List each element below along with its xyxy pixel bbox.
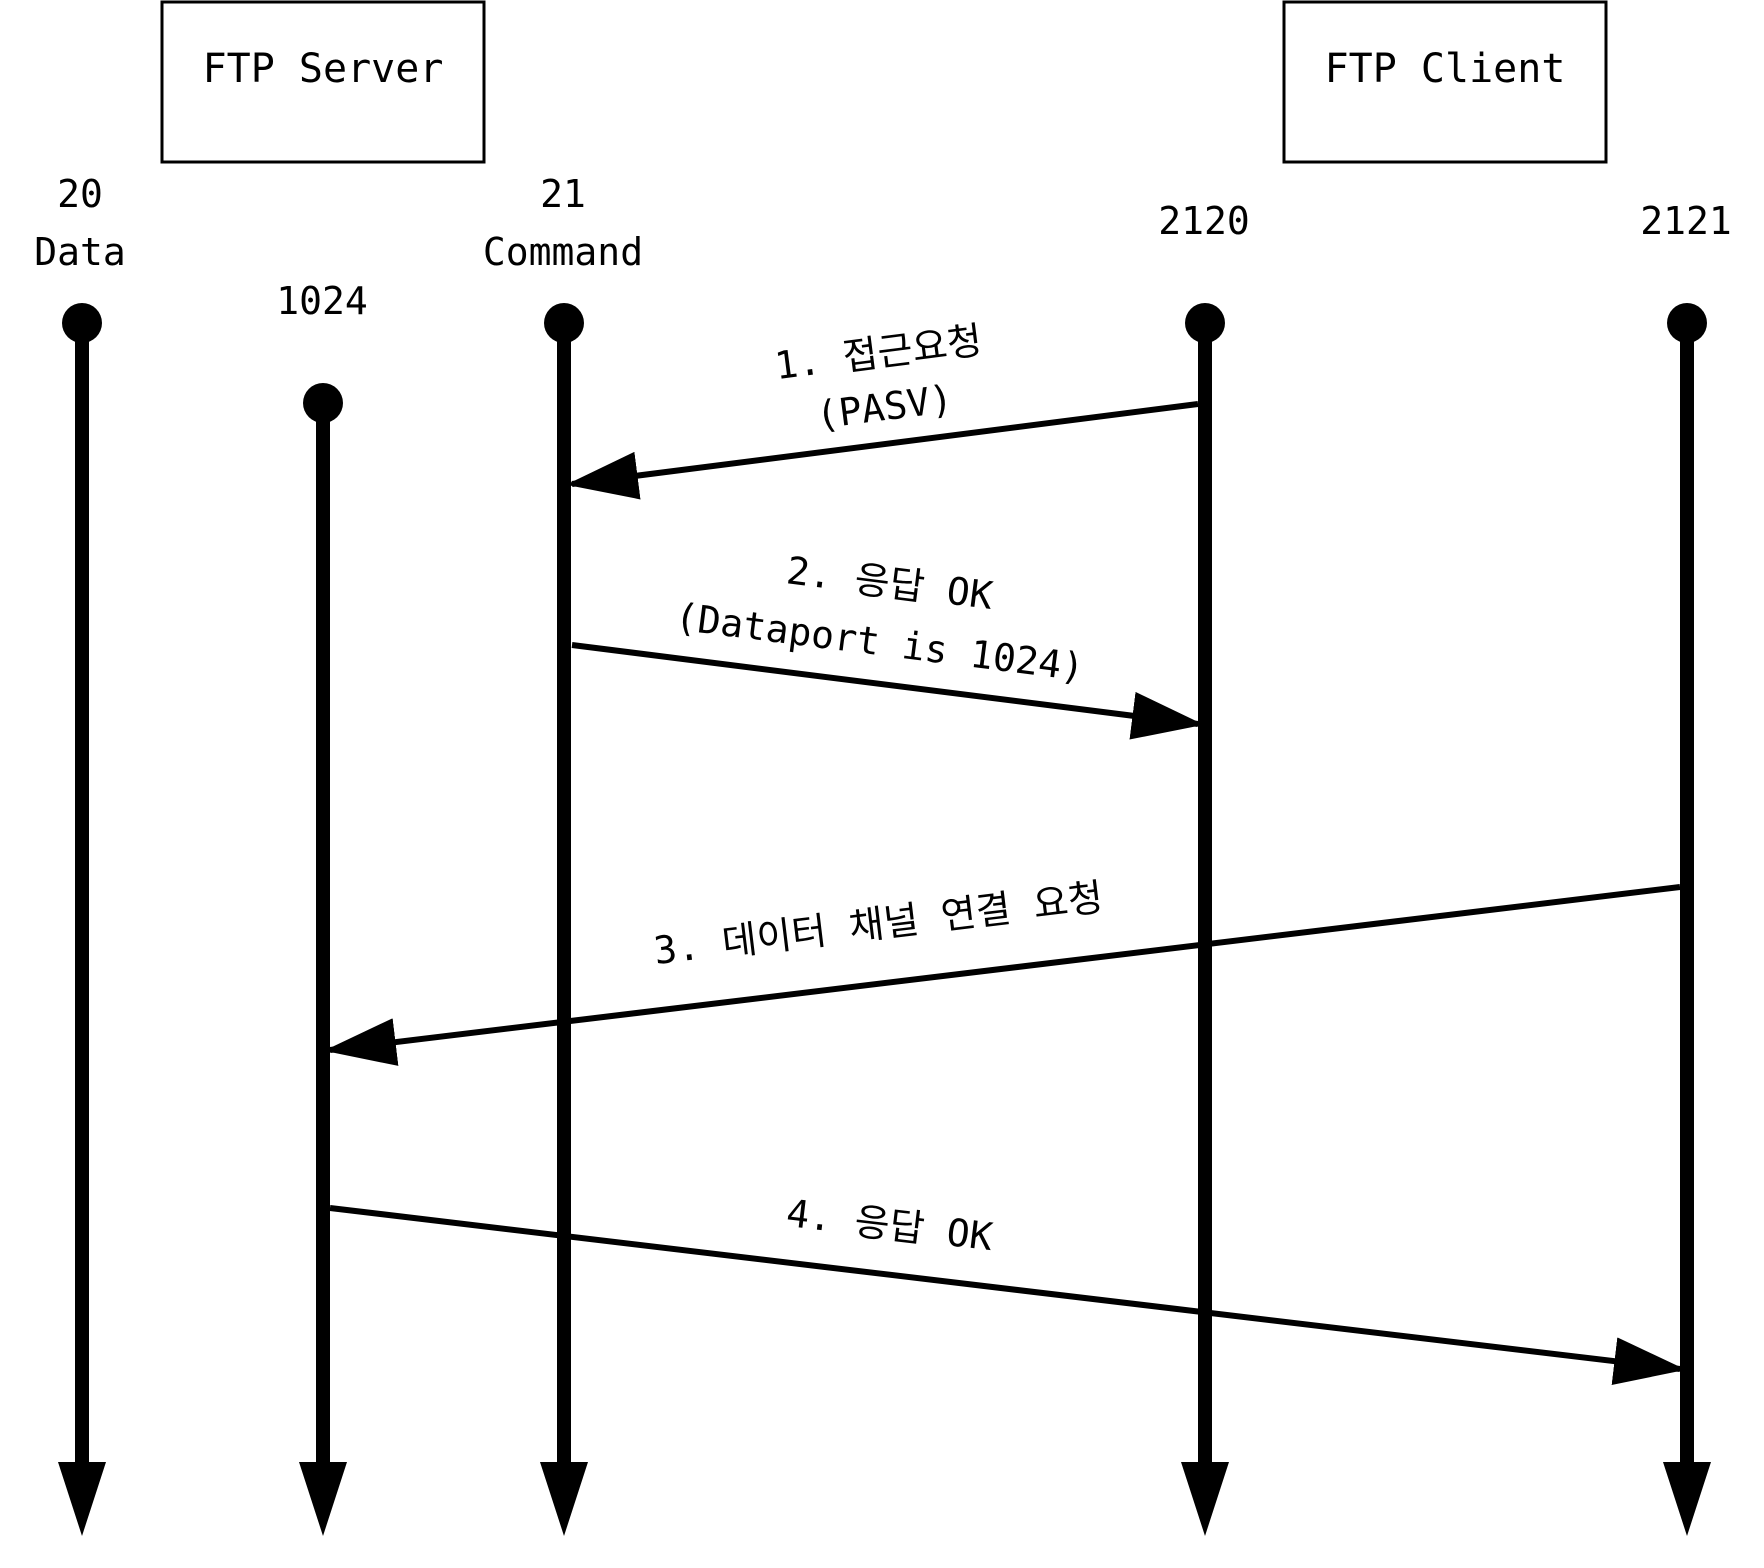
lifeline-2120	[1181, 303, 1229, 1536]
lifeline-21	[540, 303, 588, 1536]
message-4-ok-response: 4. 응답 OK	[329, 1191, 1686, 1386]
message-4-label: 4. 응답 OK	[784, 1191, 995, 1259]
port-number-2121: 2121	[1640, 199, 1732, 243]
message-2-ok-response: 2. 응답 OK (Dataport is 1024)	[571, 548, 1204, 740]
entity-box-client: FTP Client	[1282, 0, 1608, 164]
message-3-data-channel-request: 3. 데이터 채널 연결 요청	[324, 875, 1681, 1066]
lifeline-1024	[299, 383, 347, 1536]
lifeline-2121	[1663, 303, 1711, 1536]
message-1-access-request: 1. 접근요청 (PASV)	[566, 318, 1199, 500]
entity-box-server: FTP Server	[160, 0, 486, 164]
port-role-20: Data	[34, 230, 126, 274]
entity-label-server: FTP Server	[203, 46, 444, 92]
message-2-label: 2. 응답 OK	[784, 548, 995, 618]
port-number-1024: 1024	[276, 279, 368, 323]
message-1-label: 1. 접근요청	[772, 318, 984, 388]
entity-label-client: FTP Client	[1325, 46, 1566, 92]
message-1-sublabel: (PASV)	[813, 377, 955, 438]
message-2-sublabel: (Dataport is 1024)	[673, 594, 1087, 689]
port-number-21: 21	[540, 172, 586, 216]
message-3-label: 3. 데이터 채널 연결 요청	[651, 875, 1105, 973]
lifeline-20	[58, 303, 106, 1536]
port-role-21: Command	[483, 230, 643, 274]
port-number-2120: 2120	[1158, 199, 1250, 243]
port-number-20: 20	[57, 172, 103, 216]
